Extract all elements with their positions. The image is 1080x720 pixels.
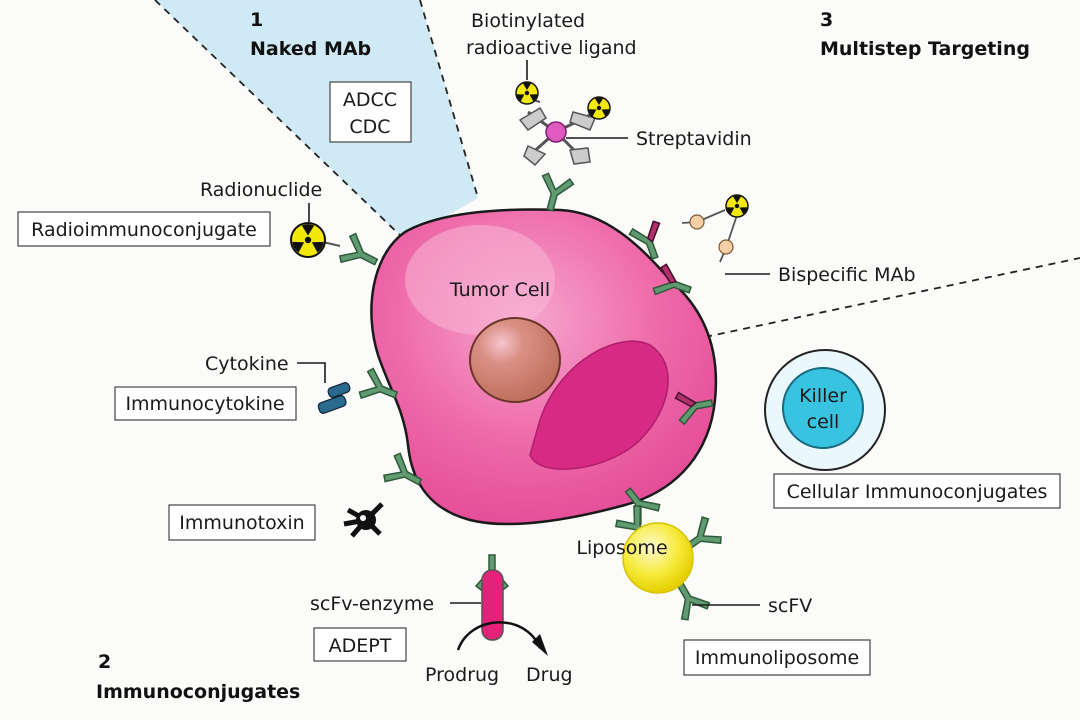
antibody-streptavidin — [533, 171, 576, 215]
antibody-radio — [336, 231, 385, 278]
tumor-cell — [370, 208, 718, 526]
section-2-title: Immunoconjugates — [96, 681, 300, 703]
wedge-left-line — [154, 0, 406, 241]
immunoliposome-label: Immunoliposome — [695, 647, 859, 669]
cellular-immunoconjugates-box — [773, 473, 1061, 509]
killer-label-line2: cell — [807, 411, 840, 433]
wedge-right-line — [419, 0, 479, 199]
streptavidin-label: Streptavidin — [636, 128, 752, 150]
bispecific-antibody-2 — [652, 263, 692, 296]
cell-organelle — [529, 340, 669, 470]
section-3-number: 3 — [820, 9, 833, 31]
adept-box — [313, 627, 407, 662]
radioimmunoconjugate-label: Radioimmunoconjugate — [31, 219, 257, 241]
section-1-title: Naked MAb — [250, 38, 371, 60]
cytokine-icon — [317, 395, 347, 414]
cytokine-label: Cytokine — [205, 353, 289, 375]
radionuclide-label: Radionuclide — [200, 179, 322, 201]
section-1-number: 1 — [250, 9, 263, 31]
biotin-radio-icon-1 — [515, 81, 539, 105]
streptavidin-complex — [518, 97, 599, 167]
liposome-label: Liposome — [576, 537, 667, 559]
bispecific-radio-icon — [725, 194, 749, 218]
radioimmunoconjugate-box — [17, 211, 271, 247]
adcc-cdc-box — [329, 81, 412, 143]
radionuclide-icon — [290, 222, 326, 258]
biotinylated-label-line1: Biotinylated — [471, 10, 585, 32]
bispecific-antibody-1 — [628, 220, 661, 260]
immunotoxin-label: Immunotoxin — [179, 512, 304, 534]
prodrug-label: Prodrug — [425, 664, 499, 686]
adept-label: ADEPT — [329, 635, 392, 657]
killer-cell-nucleus — [782, 367, 864, 449]
prodrug-arrow — [456, 621, 542, 651]
hapten-icon-2 — [718, 239, 734, 255]
tumor-cell-label: Tumor Cell — [449, 279, 550, 301]
killer-cell-antibody — [674, 391, 714, 426]
section-3-title: Multistep Targeting — [820, 38, 1030, 60]
bispecific-label: Bispecific MAb — [778, 264, 916, 286]
naked-mab-wedge — [155, 0, 478, 240]
streptavidin-icon — [545, 121, 567, 143]
scfv-enzyme-icon — [481, 569, 504, 641]
nucleus — [469, 317, 561, 403]
immunocytokine-label: Immunocytokine — [125, 393, 284, 415]
hapten-icon-1 — [689, 214, 705, 230]
scfv-label: scFV — [768, 595, 812, 617]
immunotoxin-box — [168, 504, 316, 541]
immunocytokine-box — [114, 386, 297, 421]
liposome-icon — [622, 522, 694, 594]
immunoliposome-box — [683, 639, 871, 676]
biotin-radio-icon-2 — [587, 96, 611, 120]
killer-label-line1: Killer — [799, 385, 847, 407]
drug-label: Drug — [526, 664, 573, 686]
adcc-label: ADCC — [343, 89, 397, 111]
cdc-label: CDC — [349, 116, 390, 138]
biotinylated-label-line2: radioactive ligand — [466, 37, 637, 59]
scfv-enzyme-label: scFv-enzyme — [310, 593, 434, 615]
cellular-immunoconjugates-label: Cellular Immunoconjugates — [787, 481, 1048, 503]
section-2-number: 2 — [98, 651, 111, 673]
toxin-icon — [343, 502, 384, 538]
